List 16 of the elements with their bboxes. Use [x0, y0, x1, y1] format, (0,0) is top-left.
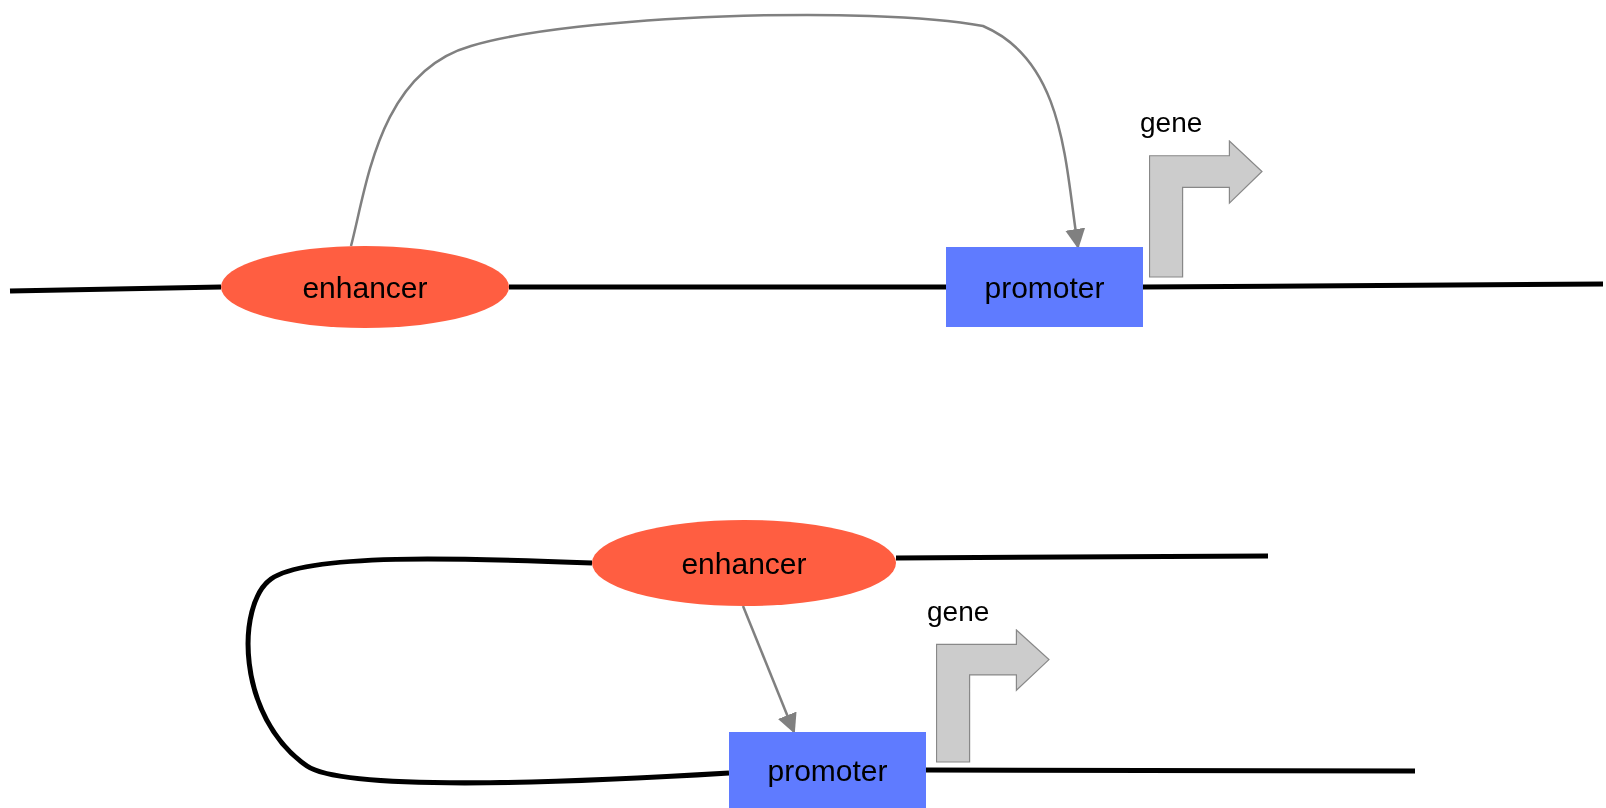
region-label: enhancer [681, 545, 807, 582]
dna-strand [926, 767, 1415, 774]
dna-strand [1143, 281, 1603, 290]
promoter-box [946, 247, 1143, 327]
dna-strand [896, 553, 1268, 561]
promoter-box [729, 732, 926, 808]
gene-label: gene [927, 597, 990, 627]
region-label: promoter [767, 752, 888, 789]
arrow [741, 605, 797, 734]
dna-strand [245, 556, 730, 786]
dna-strand [509, 284, 946, 290]
gene-label: gene [1140, 108, 1203, 138]
region-label: promoter [984, 269, 1105, 306]
arrow [349, 13, 1086, 249]
dna-strand [9, 284, 222, 294]
region-label: enhancer [302, 269, 428, 306]
